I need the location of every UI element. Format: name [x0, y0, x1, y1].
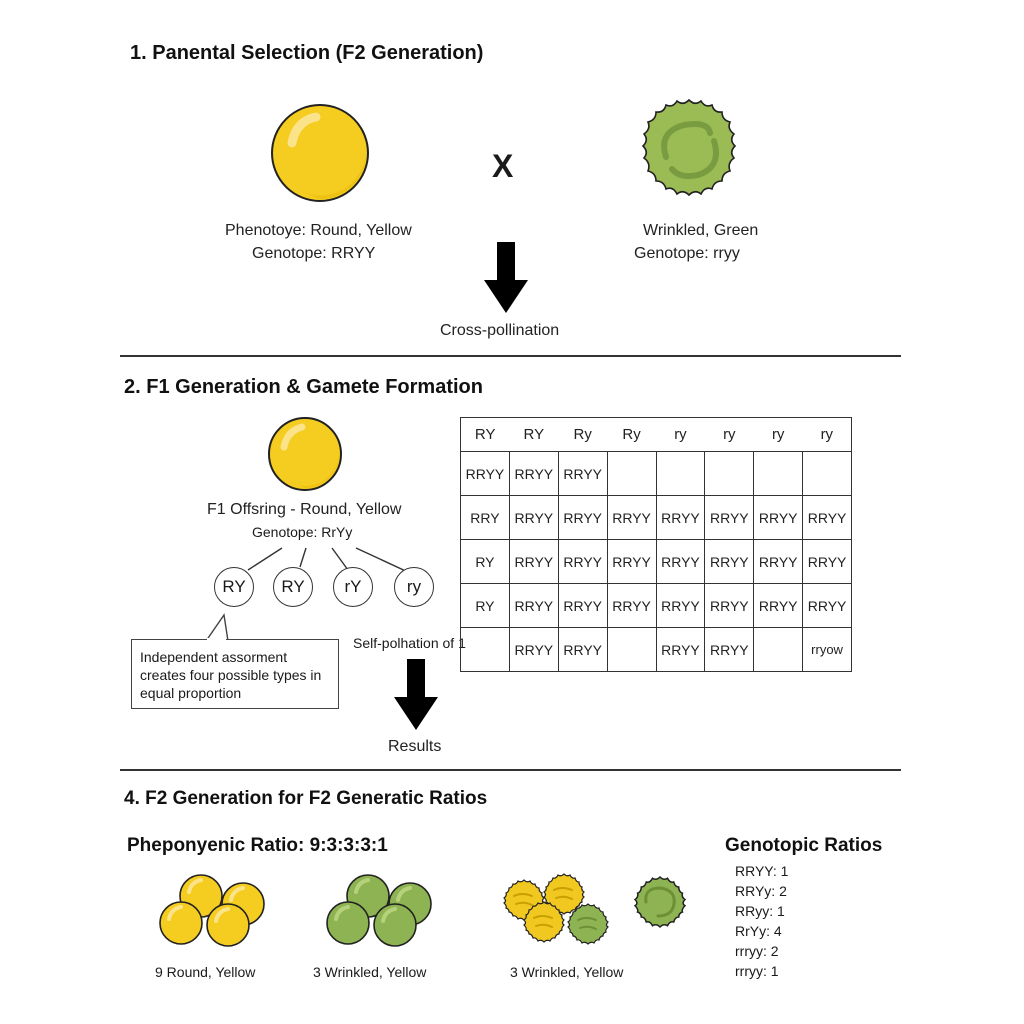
- punnett-cell: RRY: [460, 495, 510, 540]
- punnett-cell: RRYY: [606, 495, 657, 540]
- f1-offspring-genotype: Genotope: RrYy: [252, 524, 353, 540]
- parent-right-genotype: Genotope: rryy: [634, 245, 740, 262]
- header-cell: Ry: [558, 417, 608, 452]
- wrinkled-peas-group-icon: [503, 873, 686, 945]
- genotypic-ratios-heading: Genotopic Ratios: [725, 835, 883, 856]
- down-arrow-icon: [394, 659, 438, 730]
- gamete-circle: rY: [333, 567, 373, 607]
- punnett-row: RRYY RRYY RRYY: [460, 451, 852, 496]
- punnett-row: RRYY RRYY RRYY RRYY rryow: [460, 627, 852, 672]
- punnett-cell: RRYY: [655, 583, 706, 628]
- section-divider: [120, 769, 901, 771]
- punnett-cell: RRYY: [802, 583, 852, 628]
- parent-left-genotype: Genotope: RRYY: [252, 245, 376, 262]
- punnett-square: RY RY Ry Ry ry ry ry ry RRYY RRYY RRYY R…: [460, 417, 852, 672]
- section2-title: 2. F1 Generation & Gamete Formation: [124, 376, 483, 398]
- punnett-cell: RRYY: [508, 495, 559, 540]
- cross-pollination-label: Cross-pollination: [440, 322, 560, 339]
- gamete-circle: RY: [273, 567, 313, 607]
- punnett-cell: RRYY: [606, 539, 657, 584]
- punnett-cell: RRYY: [655, 495, 706, 540]
- punnett-cell: RY: [460, 539, 510, 584]
- punnett-cell: RRYY: [606, 583, 657, 628]
- punnett-cell: [704, 451, 755, 496]
- punnett-cell: RRYY: [557, 495, 608, 540]
- genotypic-ratio-item: RRYy: 2: [735, 883, 787, 899]
- punnett-cell: [753, 627, 804, 672]
- f1-offspring-phenotype: F1 Offsring - Round, Yellow: [207, 501, 402, 518]
- punnett-cell: RRYY: [557, 583, 608, 628]
- section4-title: 4. F2 Generation for F2 Generatic Ratios: [124, 788, 488, 809]
- punnett-cell: [802, 451, 852, 496]
- gamete-connector-lines: [205, 547, 411, 642]
- gamete-circle: RY: [214, 567, 254, 607]
- genotypic-ratio-item: RRYY: 1: [735, 863, 789, 879]
- group-label: 3 Wrinkled, Yellow: [510, 964, 624, 980]
- punnett-row: RY RRYY RRYY RRYY RRYY RRYY RRYY RRYY: [460, 539, 852, 584]
- header-cell: ry: [753, 417, 803, 452]
- header-cell: ry: [656, 417, 705, 452]
- punnett-cell: RRYY: [753, 495, 804, 540]
- punnett-cell: [606, 451, 657, 496]
- results-label: Results: [388, 738, 442, 755]
- punnett-cell: RRYY: [557, 627, 608, 672]
- punnett-cell: RRYY: [802, 539, 852, 584]
- down-arrow-icon: [484, 242, 528, 313]
- round-yellow-peas-group-icon: [159, 874, 265, 947]
- punnett-cell: RRYY: [508, 627, 559, 672]
- gamete-circle: ry: [394, 567, 434, 607]
- punnett-cell: RRYY: [655, 627, 706, 672]
- punnett-cell: RY: [460, 583, 510, 628]
- independent-assortment-callout: Independent assorment creates four possi…: [131, 639, 339, 709]
- parent-right-phenotype: Wrinkled, Green: [643, 222, 759, 239]
- wrinkled-green-pea-icon: [641, 98, 737, 197]
- punnett-cell: RRYY: [704, 583, 755, 628]
- callout-pointer-gap: [207, 638, 226, 641]
- genotypic-ratio-item: rrryy: 2: [735, 943, 779, 959]
- punnett-cell: RRYY: [753, 583, 804, 628]
- section-divider: [120, 355, 901, 357]
- punnett-cell: RRYY: [704, 627, 755, 672]
- parent-left-phenotype: Phenotoye: Round, Yellow: [225, 222, 412, 239]
- punnett-cell: RRYY: [753, 539, 804, 584]
- round-green-peas-group-icon: [326, 874, 432, 947]
- punnett-cell: RRYY: [508, 451, 559, 496]
- header-cell: ry: [704, 417, 754, 452]
- punnett-cell: RRYY: [557, 451, 608, 496]
- punnett-row: RRY RRYY RRYY RRYY RRYY RRYY RRYY RRYY: [460, 495, 852, 540]
- genotypic-ratio-item: RrYy: 4: [735, 923, 782, 939]
- group-label: 3 Wrinkled, Yellow: [313, 964, 427, 980]
- genotypic-ratio-list: RRYY: 1 RRYy: 2 RRyy: 1 RrYy: 4 rrryy: 2…: [735, 861, 788, 981]
- phenotypic-ratio-heading: Pheponyenic Ratio: 9:3:3:3:1: [127, 835, 388, 856]
- punnett-cell: RRYY: [508, 539, 559, 584]
- punnett-cell: RRYY: [704, 495, 755, 540]
- self-pollination-label: Self-polhation of 1: [353, 635, 466, 651]
- section1-title: 1. Panental Selection (F2 Generation): [130, 42, 484, 64]
- header-cell: ry: [802, 417, 852, 452]
- header-cell: Ry: [607, 417, 656, 452]
- punnett-header-row: RY RY Ry Ry ry ry ry ry: [460, 417, 852, 452]
- f1-round-yellow-pea-icon: [268, 417, 342, 491]
- punnett-cell: RRYY: [802, 495, 852, 540]
- punnett-cell: [460, 627, 510, 672]
- punnett-cell: RRYY: [460, 451, 510, 496]
- punnett-cell: [655, 451, 706, 496]
- punnett-cell: [753, 451, 804, 496]
- punnett-cell: RRYY: [508, 583, 559, 628]
- cross-symbol: X: [492, 148, 514, 184]
- header-cell: RY: [509, 417, 559, 452]
- genotypic-ratio-item: RRyy: 1: [735, 903, 785, 919]
- punnett-cell: RRYY: [655, 539, 706, 584]
- punnett-cell: rryow: [802, 627, 852, 672]
- header-cell: RY: [460, 417, 510, 452]
- punnett-cell: RRYY: [704, 539, 755, 584]
- punnett-row: RY RRYY RRYY RRYY RRYY RRYY RRYY RRYY: [460, 583, 852, 628]
- group-label: 9 Round, Yellow: [155, 964, 256, 980]
- punnett-cell: RRYY: [557, 539, 608, 584]
- round-yellow-pea-icon: [271, 104, 369, 202]
- genotypic-ratio-item: rrryy: 1: [735, 963, 779, 979]
- punnett-cell: [606, 627, 657, 672]
